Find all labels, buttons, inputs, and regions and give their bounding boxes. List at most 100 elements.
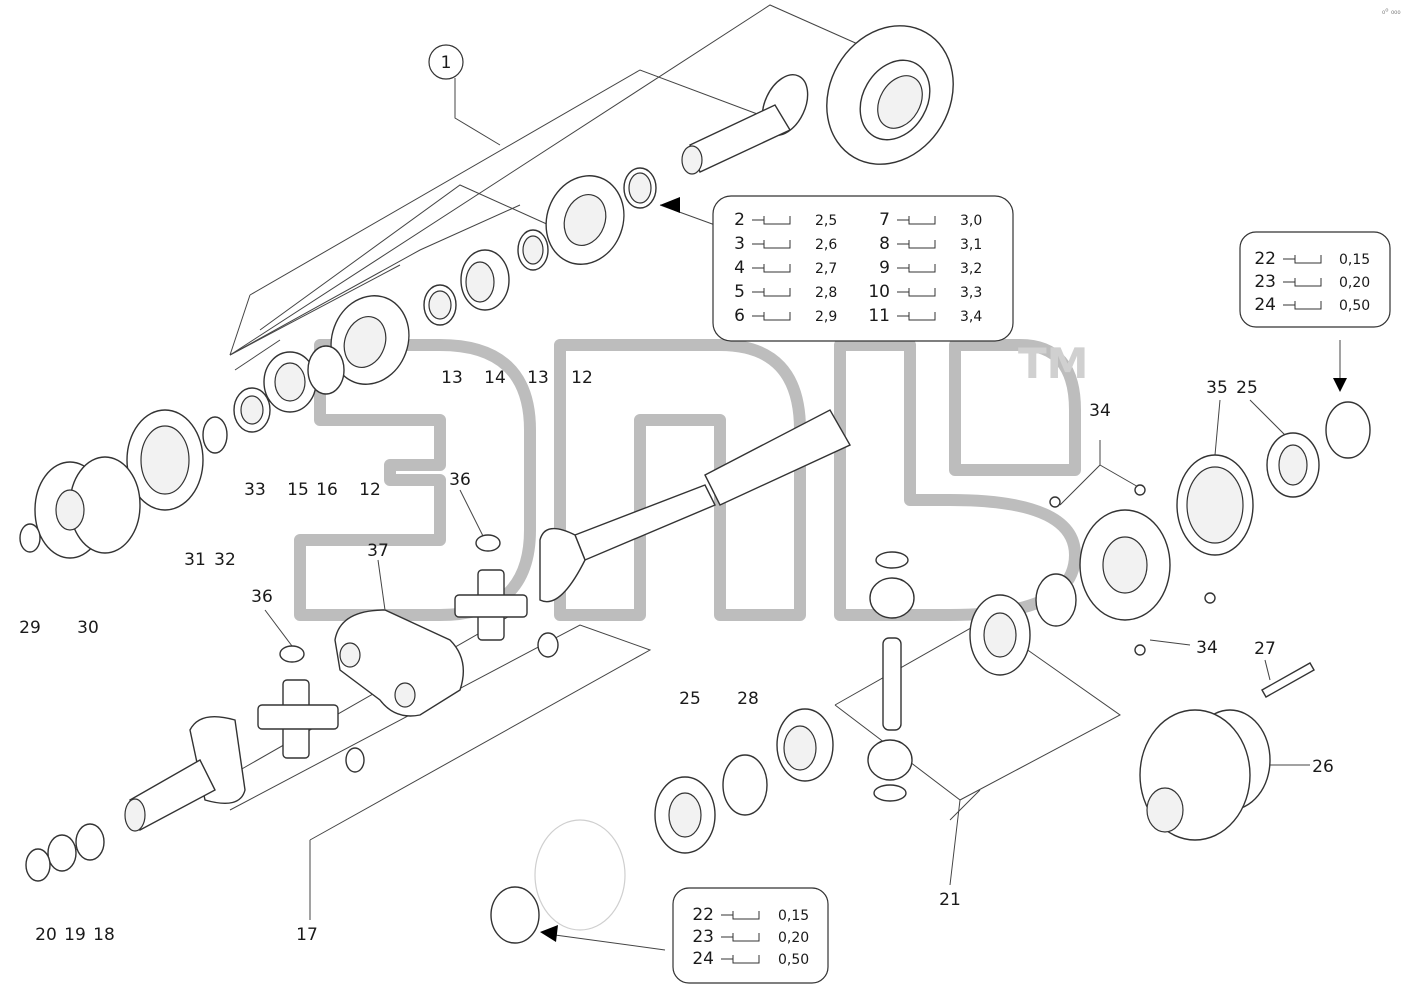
bottom-table-num: 22 [692, 905, 714, 925]
snapring-29 [19, 523, 41, 553]
shim-symbol-icon [1283, 278, 1322, 287]
main-table-left-val: 2,8 [815, 285, 837, 301]
circlip-lower-b [345, 747, 365, 773]
label-27: 27 [1254, 639, 1276, 659]
label-21: 21 [939, 890, 961, 910]
main-table-left-val: 2,7 [815, 261, 837, 277]
label-18: 18 [93, 925, 115, 945]
washer-16 [307, 345, 345, 395]
watermark-tm: TM [1018, 339, 1088, 388]
shim-symbol-icon [897, 288, 936, 297]
right-table-num: 23 [1254, 272, 1276, 292]
ring-20 [25, 848, 51, 882]
shim-symbol-icon [1283, 301, 1322, 310]
pinion-gear-top [869, 577, 915, 619]
shim-table-bottom: 22 0,15 23 0,20 24 0,50 [672, 887, 829, 984]
circlip-lower-a [279, 645, 305, 663]
main-table-left-num: 4 [734, 258, 745, 278]
watermark-logo: TM [294, 339, 1088, 621]
bottom-table-num: 23 [692, 927, 714, 947]
cross-pin [882, 637, 902, 731]
diff-assembly-26 [1139, 709, 1271, 841]
main-table-left-num: 3 [734, 234, 745, 254]
shim-symbol-icon [897, 312, 936, 321]
main-table-right-num: 9 [879, 258, 890, 278]
shim-symbol-icon [721, 911, 760, 920]
ring-19 [47, 834, 77, 872]
shim-symbol-icon [752, 312, 791, 321]
label-34-top: 34 [1089, 401, 1111, 421]
label-29: 29 [19, 618, 41, 638]
right-table-num: 22 [1254, 249, 1276, 269]
shim-symbol-icon [897, 216, 936, 225]
main-table-right-val: 3,0 [960, 213, 982, 229]
shim-symbol-icon [721, 933, 760, 942]
label-20: 20 [35, 925, 57, 945]
label-37: 37 [367, 541, 389, 561]
label-16: 16 [316, 480, 338, 500]
callout-1: 1 [441, 53, 452, 73]
label-28: 28 [737, 689, 759, 709]
main-table-left-val: 2,5 [815, 213, 837, 229]
label-30: 30 [77, 618, 99, 638]
ujoint-cross-upper [454, 569, 528, 641]
ujoint-cross-lower [257, 679, 339, 759]
main-table-left-num: 6 [734, 306, 745, 326]
shim-symbol-icon [752, 216, 791, 225]
main-table-right-val: 3,4 [960, 309, 982, 325]
bottom-table-num: 24 [692, 949, 714, 969]
main-table-right-num: 10 [868, 282, 890, 302]
shim-symbol-icon [897, 264, 936, 273]
main-table-right-num: 8 [879, 234, 890, 254]
ring-18 [75, 823, 105, 861]
shim-symbol-icon [752, 288, 791, 297]
label-14: 14 [484, 368, 506, 388]
shim-right [1325, 401, 1371, 459]
label-36-lower: 36 [251, 587, 273, 607]
thrust-washer-28 [722, 754, 768, 816]
bottom-table-val: 0,50 [778, 952, 809, 968]
label-13-b: 13 [527, 368, 549, 388]
callout-circle-1 [428, 44, 464, 80]
label-15: 15 [287, 480, 309, 500]
label-32: 32 [214, 550, 236, 570]
shim-symbol-icon [897, 240, 936, 249]
label-31: 31 [184, 550, 206, 570]
yoke-shaft [124, 716, 246, 832]
label-25-right: 25 [1236, 378, 1258, 398]
main-table-left-val: 2,9 [815, 309, 837, 325]
arrow-main-table [660, 197, 680, 213]
bottom-table-val: 0,20 [778, 930, 809, 946]
label-13-a: 13 [441, 368, 463, 388]
right-table-val: 0,15 [1339, 252, 1370, 268]
coupler-37 [334, 609, 464, 717]
drive-shaft [539, 409, 851, 603]
label-35: 35 [1206, 378, 1228, 398]
part-labels: 12 13 14 13 12 15 16 12 33 31 32 29 30 3… [19, 368, 1334, 945]
right-table-val: 0,50 [1339, 298, 1370, 314]
main-table-right-val: 3,3 [960, 285, 982, 301]
shim-symbol-icon [752, 264, 791, 273]
main-table-right-val: 3,1 [960, 237, 982, 253]
parts [19, 25, 1371, 944]
right-table-val: 0,20 [1339, 275, 1370, 291]
label-19: 19 [64, 925, 86, 945]
main-table-left-num: 2 [734, 210, 745, 230]
label-25-left: 25 [679, 689, 701, 709]
ghost-diff-case [534, 819, 626, 931]
label-12-top: 12 [571, 368, 593, 388]
main-table-right-num: 7 [879, 210, 890, 230]
bottom-table-val: 0,15 [778, 908, 809, 924]
pinion-gear-bottom [867, 739, 913, 781]
arrow-bottom-table [540, 925, 558, 942]
arrow-right-table [1333, 378, 1347, 392]
crown-gear [826, 25, 954, 165]
label-36-upper: 36 [449, 470, 471, 490]
shim-symbol-icon [721, 955, 760, 964]
label-17: 17 [296, 925, 318, 945]
corner-text: ₀⁰ ₀₀₀ [1382, 7, 1401, 16]
main-table-right-val: 3,2 [960, 261, 982, 277]
bolt-27 [1261, 662, 1315, 698]
